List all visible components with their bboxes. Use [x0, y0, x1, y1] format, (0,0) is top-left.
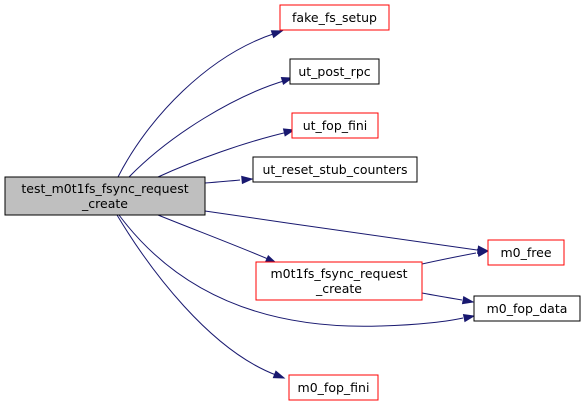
edge-line: [204, 179, 241, 184]
edge-arrowhead: [280, 76, 294, 86]
node-label: m0_free: [500, 245, 551, 260]
edge-line: [421, 292, 463, 301]
node-ut-fop-fini[interactable]: ut_fop_fini: [291, 112, 379, 139]
node-root: test_m0t1fs_fsync_request_create: [4, 176, 206, 216]
node-fake-fs-setup[interactable]: fake_fs_setup: [279, 4, 390, 31]
edge-root-to-m0-fop-fini: [116, 214, 286, 379]
node-m0t1fs-fsync-request-create[interactable]: m0t1fs_fsync_request_create: [255, 261, 423, 301]
node-label: test_m0t1fs_fsync_request: [21, 181, 188, 196]
edge-root-to-fake-fs-setup: [117, 30, 284, 178]
edge-arrowhead: [272, 370, 286, 379]
node-box: [288, 374, 379, 401]
node-label: ut_reset_stub_counters: [262, 162, 407, 177]
nodes-layer: test_m0t1fs_fsync_request_createfake_fs_…: [4, 4, 581, 401]
node-m0-fop-data[interactable]: m0_fop_data: [473, 295, 581, 322]
edge-arrowhead: [282, 128, 296, 137]
node-box: [291, 112, 379, 139]
edge-arrowhead: [476, 248, 490, 257]
node-label: m0_fop_data: [487, 301, 568, 316]
edge-root-to-m0t1fs-fsync-request-create: [157, 214, 278, 264]
edge-arrowhead: [241, 175, 254, 185]
node-box: [255, 261, 423, 301]
edge-root-to-m0-free: [204, 210, 490, 254]
node-box: [289, 58, 380, 85]
node-label: _create: [81, 196, 128, 211]
node-box: [279, 4, 390, 31]
node-label: m0t1fs_fsync_request: [270, 266, 407, 281]
edge-line: [421, 252, 477, 265]
edge-root-to-ut-post-rpc: [128, 76, 294, 178]
node-ut-post-rpc[interactable]: ut_post_rpc: [289, 58, 380, 85]
edge-m0t1fs-fsync-request-create-to-m0-fop-data: [421, 292, 475, 305]
node-box: [4, 176, 206, 216]
node-ut-reset-stub-counters[interactable]: ut_reset_stub_counters: [252, 156, 418, 183]
edges-layer: [116, 30, 490, 379]
node-label: _create: [315, 281, 362, 296]
node-m0-free[interactable]: m0_free: [487, 239, 565, 266]
node-m0-fop-fini[interactable]: m0_fop_fini: [288, 374, 379, 401]
edge-m0t1fs-fsync-request-create-to-m0-free: [421, 248, 490, 265]
edge-line: [117, 32, 277, 178]
node-box: [473, 295, 581, 322]
node-label: ut_post_rpc: [298, 64, 370, 79]
node-label: fake_fs_setup: [292, 10, 377, 25]
node-label: ut_fop_fini: [303, 118, 368, 133]
edge-line: [204, 210, 478, 251]
node-label: m0_fop_fini: [298, 380, 370, 395]
edge-line: [157, 214, 269, 260]
edge-arrowhead: [270, 30, 284, 39]
edge-root-to-m0-fop-data: [118, 214, 476, 327]
node-box: [487, 239, 565, 266]
edge-arrowhead: [461, 296, 475, 305]
edge-root-to-ut-fop-fini: [157, 128, 296, 178]
node-box: [252, 156, 418, 183]
edge-line: [128, 79, 288, 178]
edge-line: [116, 214, 277, 376]
edge-line: [157, 131, 289, 178]
edge-root-to-ut-reset-stub-counters: [204, 175, 254, 185]
edge-line: [118, 214, 464, 327]
edge-arrowhead: [462, 314, 476, 323]
